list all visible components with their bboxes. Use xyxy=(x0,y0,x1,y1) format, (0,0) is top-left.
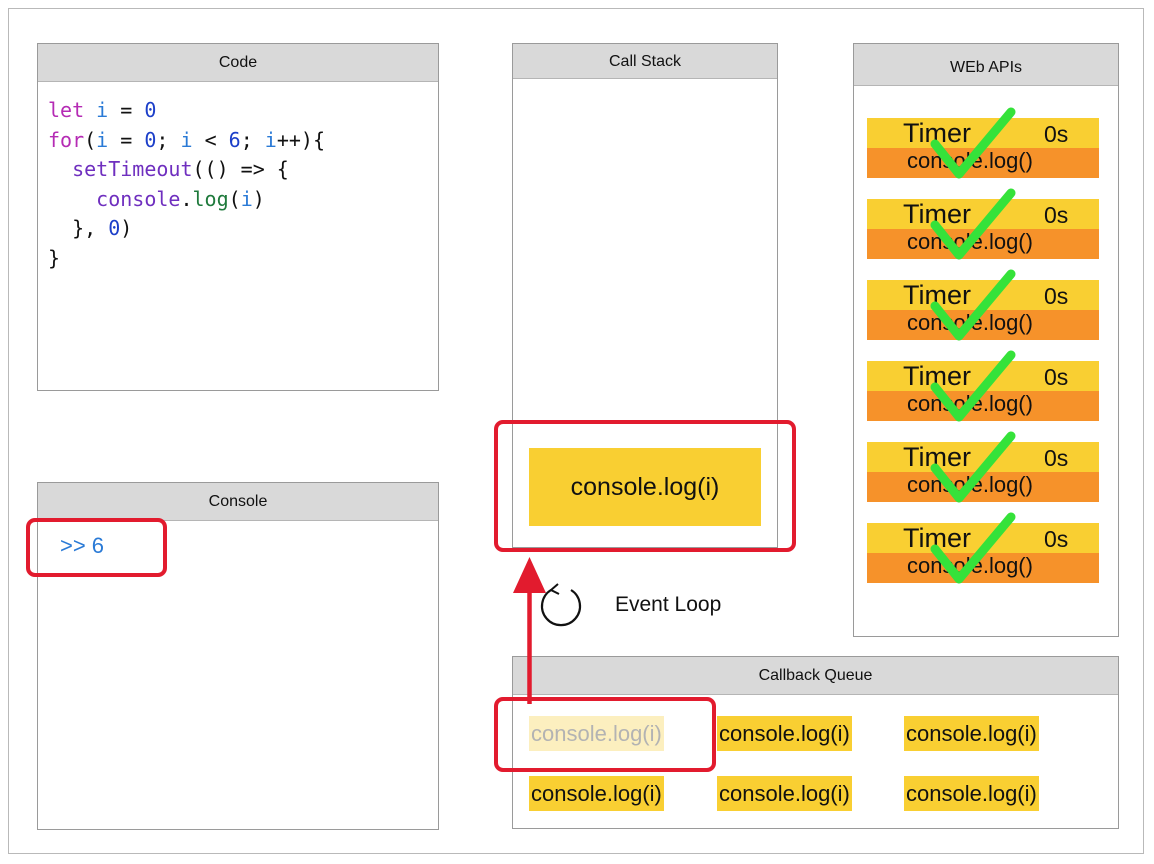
timer-delay: 0s xyxy=(1044,283,1069,309)
code-token: ( xyxy=(228,186,241,211)
timer-callback-bar xyxy=(867,310,1099,340)
timer-callback-bar xyxy=(867,391,1099,421)
console-output-highlight xyxy=(26,518,167,577)
timer-callback-bar xyxy=(867,229,1099,259)
code-token: 0 xyxy=(108,216,121,240)
code-token: } xyxy=(48,245,61,270)
code-token xyxy=(48,187,96,211)
code-panel-title: Code xyxy=(38,44,438,82)
code-token: i xyxy=(264,127,277,152)
event-loop-label: Event Loop xyxy=(615,593,722,616)
console-panel: Console >> 6 xyxy=(37,482,439,830)
code-token: ; xyxy=(156,127,181,152)
callback-queue-item: console.log(i) xyxy=(717,716,852,751)
callback-queue-item: console.log(i) xyxy=(904,716,1039,751)
code-token: console xyxy=(96,186,181,211)
call-stack-highlight xyxy=(494,420,796,552)
checkmark-icon xyxy=(930,269,1016,341)
code-token: 0 xyxy=(144,98,157,122)
timer-delay: 0s xyxy=(1044,202,1069,228)
timer-delay: 0s xyxy=(1044,526,1069,552)
diagram-frame xyxy=(8,8,1144,854)
code-panel: Code let i = 0 for(i = 0; i < 6; i++){ s… xyxy=(37,43,439,391)
code-token: ++){ xyxy=(276,127,326,152)
code-token: i xyxy=(180,127,193,152)
code-block: let i = 0 for(i = 0; i < 6; i++){ setTim… xyxy=(48,96,325,273)
timer-callback-bar xyxy=(867,553,1099,583)
checkmark-icon xyxy=(930,431,1016,503)
code-token: }, xyxy=(48,216,109,240)
timer-callback-bar xyxy=(867,148,1099,178)
checkmark-icon xyxy=(930,107,1016,179)
code-token: . xyxy=(180,186,193,211)
callback-queue-highlight xyxy=(494,697,716,772)
console-panel-title: Console xyxy=(38,483,438,521)
code-token: i xyxy=(240,186,253,211)
checkmark-icon xyxy=(930,188,1016,260)
checkmark-icon xyxy=(930,512,1016,584)
callback-queue-item: console.log(i) xyxy=(529,716,664,751)
code-token: < xyxy=(192,127,229,152)
timer-delay: 0s xyxy=(1044,121,1069,147)
callback-queue-item: console.log(i) xyxy=(904,776,1039,811)
code-token: let xyxy=(48,98,97,122)
queue-to-stack-arrow xyxy=(513,557,546,704)
code-token: setTimeout xyxy=(72,157,193,181)
call-stack-title: Call Stack xyxy=(513,44,777,79)
code-token: ( xyxy=(84,127,97,152)
console-output: >> 6 xyxy=(60,533,105,558)
call-stack-frame: console.log(i) xyxy=(529,448,761,526)
code-token: ) xyxy=(252,186,265,211)
code-token: log xyxy=(192,186,229,211)
callback-queue-item: console.log(i) xyxy=(529,776,664,811)
callback-queue-item: console.log(i) xyxy=(717,776,852,811)
web-apis-title: WEb APIs xyxy=(854,44,1118,86)
code-token: i xyxy=(96,98,109,122)
code-token: 0 xyxy=(144,127,157,152)
code-token: (() => { xyxy=(192,157,289,181)
timer-callback-bar xyxy=(867,472,1099,502)
callback-queue-title: Callback Queue xyxy=(513,657,1118,695)
code-token: 6 xyxy=(228,127,241,152)
code-token: = xyxy=(108,98,145,122)
timer-delay: 0s xyxy=(1044,364,1069,390)
code-token: i xyxy=(96,127,109,152)
code-token xyxy=(48,157,72,181)
code-token: for xyxy=(48,127,85,152)
event-loop-icon xyxy=(540,583,582,627)
code-token: ) xyxy=(120,216,133,240)
code-token: ; xyxy=(240,127,265,152)
checkmark-icon xyxy=(930,350,1016,422)
code-token: = xyxy=(108,127,145,152)
timer-delay: 0s xyxy=(1044,445,1069,471)
